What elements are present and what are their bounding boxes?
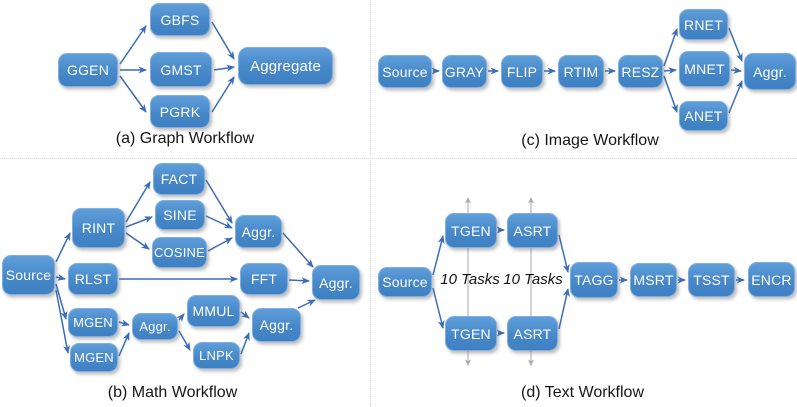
node-mgen-top: MGEN bbox=[68, 308, 118, 337]
node-cosine: COSINE bbox=[152, 237, 207, 268]
node-encr: ENCR bbox=[748, 262, 795, 297]
node-lnpk: LNPK bbox=[193, 342, 240, 369]
node-aggr-right: Aggr. bbox=[252, 308, 301, 342]
node-resz: RESZ bbox=[618, 55, 663, 88]
node-gbfs: GBFS bbox=[150, 3, 210, 36]
annotation-tasks-left: 10 Tasks bbox=[440, 270, 500, 288]
caption-image-workflow: (c) Image Workflow bbox=[521, 132, 659, 149]
caption-math-workflow: (b) Math Workflow bbox=[107, 384, 238, 401]
node-mmul: MMUL bbox=[187, 295, 240, 327]
node-mgen-bottom: MGEN bbox=[70, 343, 118, 372]
node-aggr-mid: Aggr. bbox=[132, 313, 178, 340]
quadrant-divider-vertical bbox=[370, 0, 371, 407]
node-aggr-final: Aggr. bbox=[312, 265, 360, 300]
node-tgen-top: TGEN bbox=[445, 213, 497, 248]
node-rint: RINT bbox=[72, 208, 125, 248]
node-ggen: GGEN bbox=[58, 53, 118, 87]
node-aggregate: Aggregate bbox=[238, 47, 333, 85]
node-mnet: MNET bbox=[679, 51, 730, 87]
annotation-tasks-right: 10 Tasks bbox=[503, 270, 563, 288]
caption-graph-workflow: (a) Graph Workflow bbox=[115, 130, 255, 147]
quadrant-divider-horizontal bbox=[0, 158, 797, 159]
node-sine: SINE bbox=[155, 200, 205, 230]
node-gray: GRAY bbox=[442, 55, 487, 88]
node-fact: FACT bbox=[153, 163, 205, 195]
node-flip: FLIP bbox=[501, 55, 543, 88]
node-rnet: RNET bbox=[679, 9, 728, 40]
node-aggr-top: Aggr. bbox=[235, 215, 282, 248]
node-source-d: Source bbox=[378, 267, 432, 297]
node-tagg: TAGG bbox=[570, 262, 618, 298]
node-aggr-c: Aggr. bbox=[744, 53, 796, 90]
node-fft: FFT bbox=[240, 263, 288, 295]
node-rlst: RLST bbox=[68, 263, 118, 295]
node-asrt-bottom: ASRT bbox=[507, 316, 558, 351]
node-tsst: TSST bbox=[688, 263, 735, 297]
node-source-b: Source bbox=[2, 255, 55, 295]
node-msrt: MSRT bbox=[630, 263, 677, 297]
node-anet: ANET bbox=[679, 101, 728, 131]
node-rtim: RTIM bbox=[558, 55, 604, 88]
node-source-c: Source bbox=[378, 55, 432, 88]
node-tgen-bottom: TGEN bbox=[445, 316, 497, 351]
node-gmst: GMST bbox=[150, 52, 212, 87]
node-pgrk: PGRK bbox=[150, 95, 210, 128]
node-asrt-top: ASRT bbox=[507, 213, 558, 248]
caption-text-workflow: (d) Text Workflow bbox=[521, 384, 644, 401]
